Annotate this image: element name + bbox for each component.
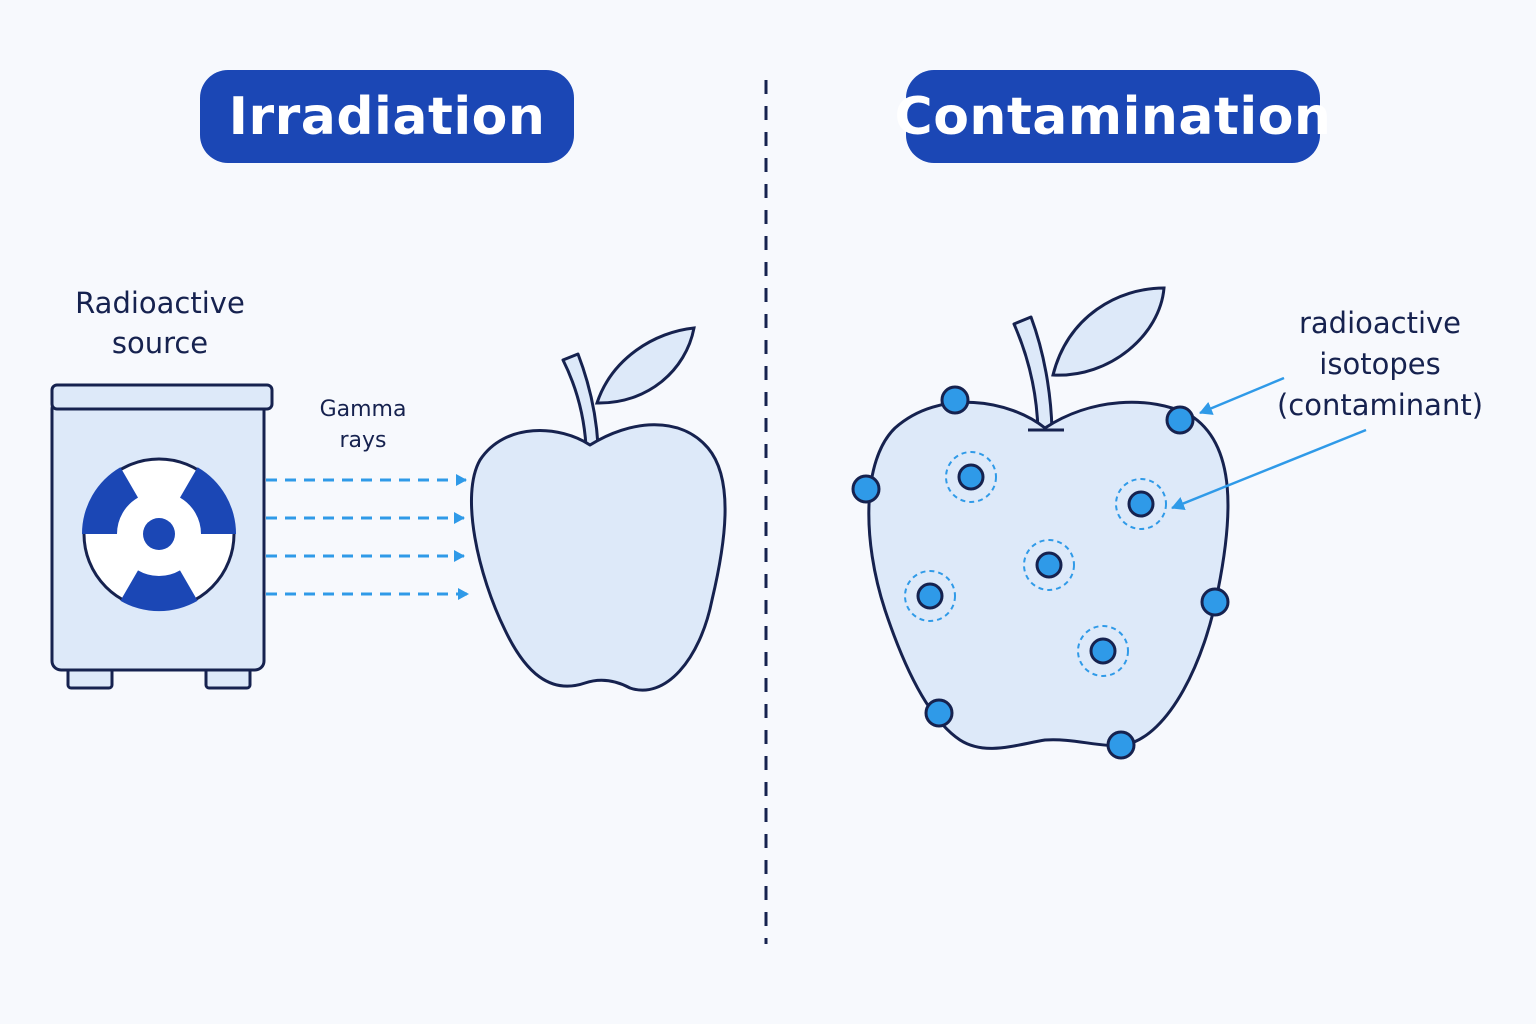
pointer-arrow: [1171, 428, 1367, 511]
contaminant-particle: [1200, 587, 1230, 617]
contamination-title: Contamination: [895, 70, 1331, 163]
isotope-label-line1: radioactive: [1298, 306, 1462, 340]
surface-contaminants: [851, 385, 1230, 760]
radioactive-isotopes-label: radioactive isotopes (contaminant): [1270, 303, 1490, 426]
gamma-label-line2: rays: [339, 428, 387, 453]
isotope-pointer-arrows: [1171, 376, 1367, 511]
pointer-arrow: [1199, 376, 1285, 415]
internal-contaminants: [904, 451, 1167, 677]
contaminant-particle: [1106, 730, 1136, 760]
contaminant-particle: [924, 698, 954, 728]
source-label-line1: Radioactive: [75, 286, 245, 320]
contaminated-apple-icon: [867, 286, 1230, 750]
isotope-label-line3: (contaminant): [1276, 388, 1484, 422]
isotope-label-line2: isotopes: [1319, 347, 1441, 381]
contaminant-particle: [1023, 539, 1075, 591]
radiation-trefoil-icon: [81, 457, 237, 612]
irradiation-title: Irradiation: [200, 70, 574, 163]
radioactive-source-icon: [50, 383, 274, 690]
source-label-line2: source: [111, 326, 209, 360]
contaminant-particle: [1077, 625, 1129, 677]
contaminant-particle: [945, 451, 997, 503]
contaminant-particle: [940, 385, 970, 415]
gamma-rays-label: Gamma rays: [300, 394, 426, 456]
contaminant-particle: [1165, 405, 1195, 435]
radioactive-source-label: Radioactive source: [40, 283, 280, 363]
contaminant-particle: [1115, 478, 1167, 530]
apple-icon: [469, 326, 727, 692]
contaminant-particle: [904, 570, 956, 622]
contaminant-particle: [851, 474, 881, 504]
gamma-label-line1: Gamma: [319, 397, 407, 422]
gamma-rays: [266, 474, 469, 600]
